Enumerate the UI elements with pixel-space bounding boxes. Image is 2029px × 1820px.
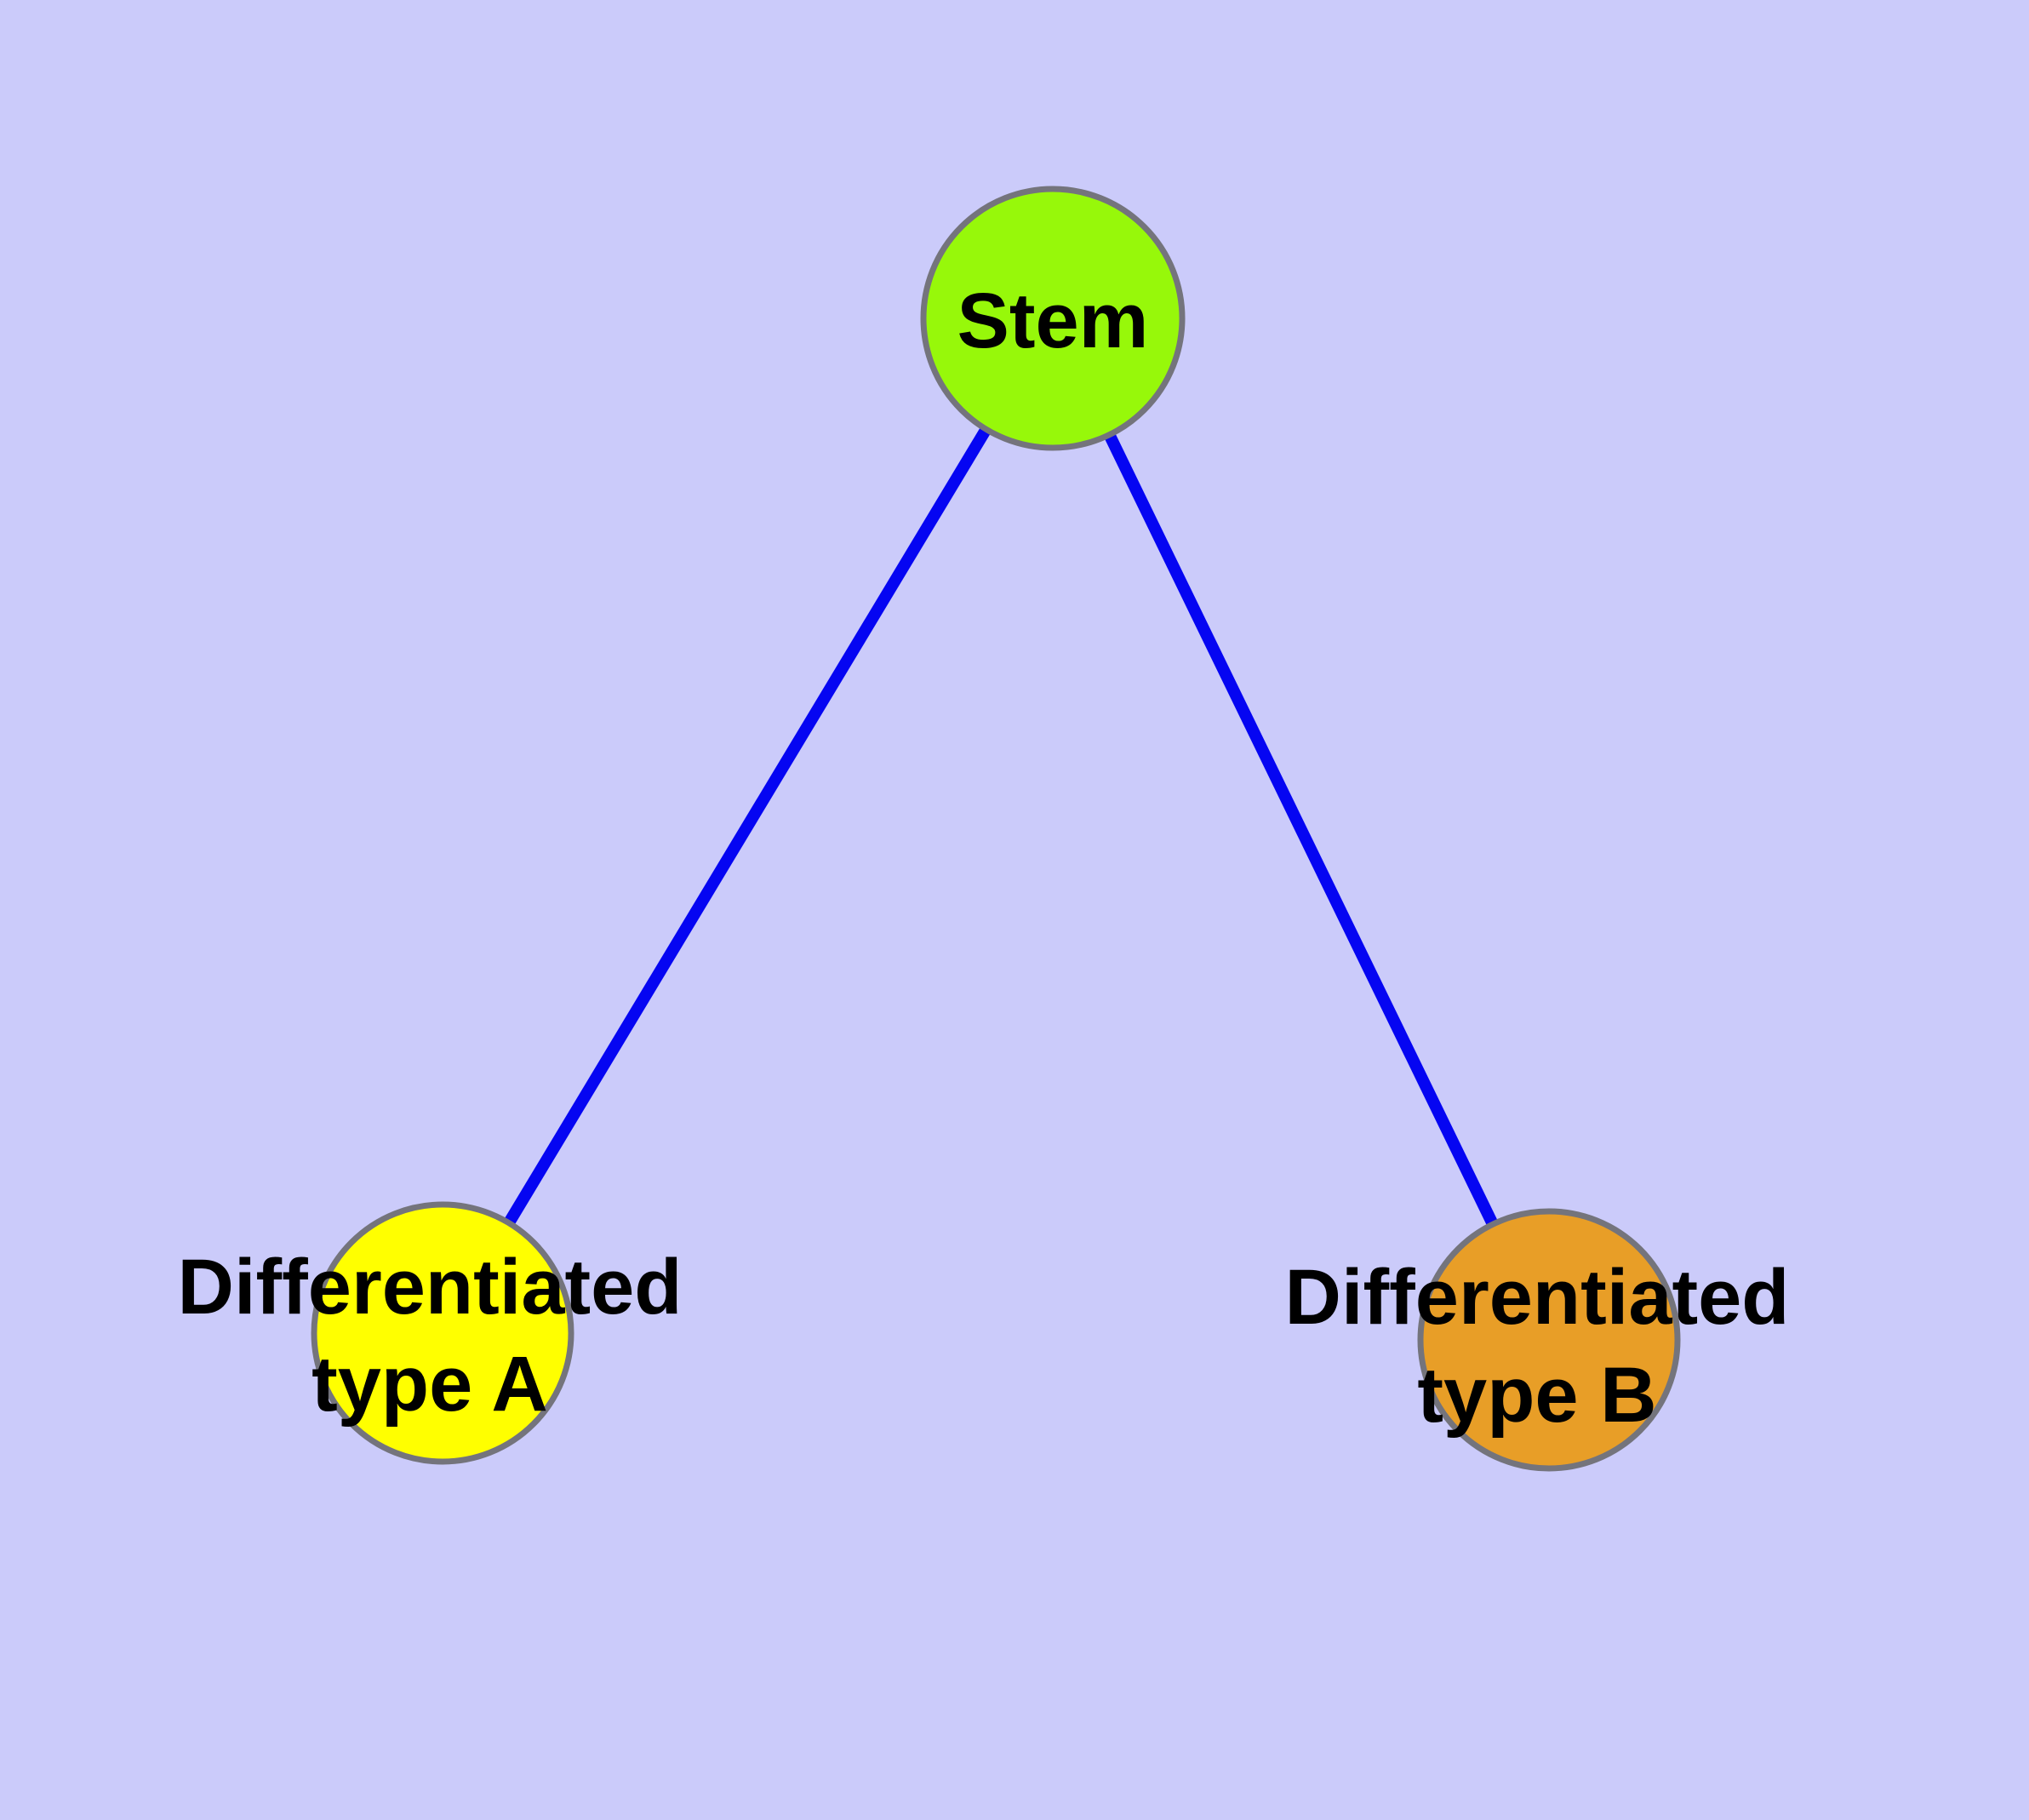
node-type-a-label-line1: Differentiated bbox=[178, 1244, 683, 1331]
edge-group bbox=[437, 315, 1555, 1343]
node-differentiated-type-b: Differentiated type B bbox=[1285, 1208, 1790, 1472]
node-type-a-label-line2: type A bbox=[311, 1341, 548, 1428]
node-stem: Stem bbox=[920, 186, 1186, 451]
node-stem-circle bbox=[920, 186, 1186, 451]
node-type-b-circle bbox=[1417, 1208, 1681, 1472]
node-type-b-label-line1: Differentiated bbox=[1285, 1254, 1790, 1341]
node-type-a-circle bbox=[311, 1201, 574, 1465]
node-stem-label: Stem bbox=[957, 278, 1149, 364]
node-type-b-label-line2: type B bbox=[1417, 1352, 1656, 1439]
edge-stem-to-type-a bbox=[437, 315, 1058, 1336]
edge-stem-to-type-b bbox=[1047, 315, 1555, 1343]
node-differentiated-type-a: Differentiated type A bbox=[178, 1201, 683, 1465]
